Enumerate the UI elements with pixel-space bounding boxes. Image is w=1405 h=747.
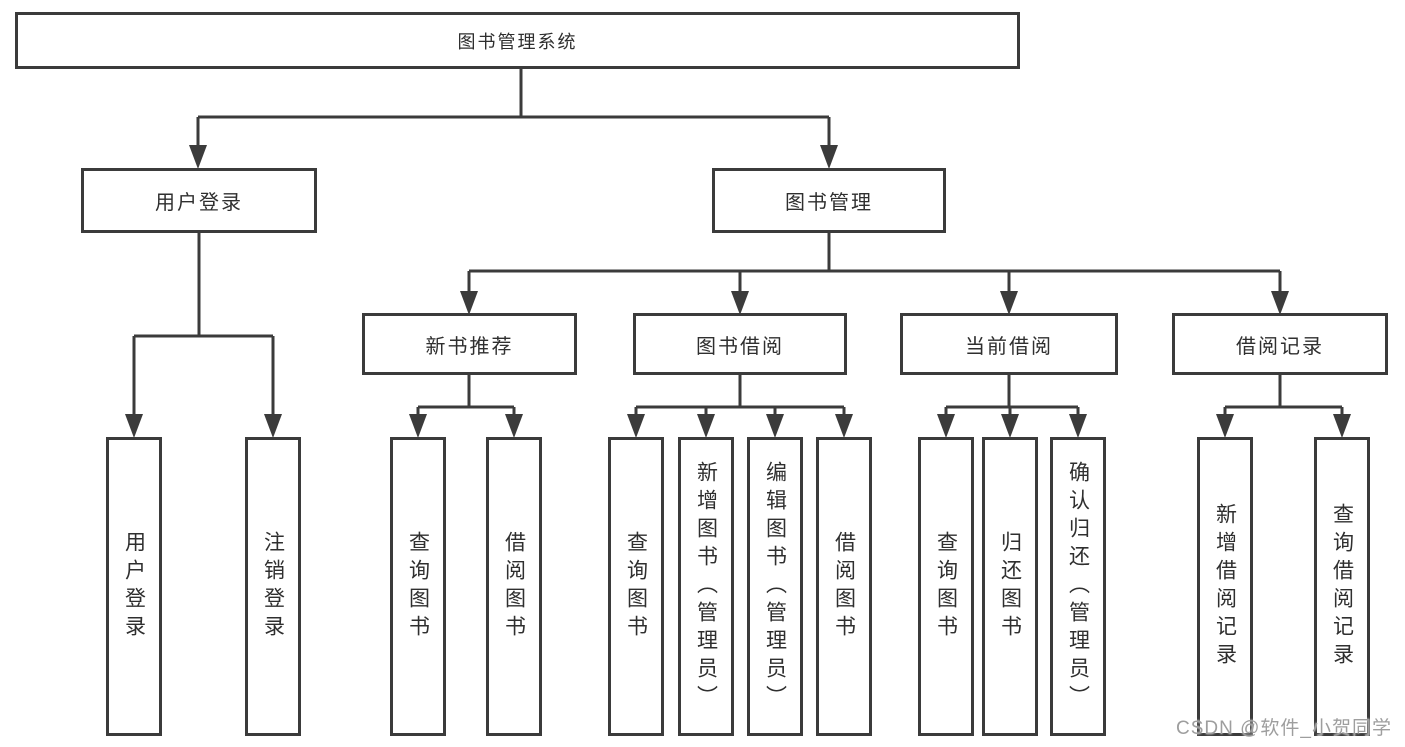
node-return-books: 归还图书 — [982, 437, 1038, 736]
node-user-login-action: 用户登录 — [106, 437, 162, 736]
csdn-watermark: CSDN @软件_小贺同学 — [1176, 718, 1392, 739]
node-query-borrow-record: 查询借阅记录 — [1314, 437, 1370, 736]
node-query-books-borrow: 查询图书 — [608, 437, 664, 736]
node-root: 图书管理系统 — [15, 12, 1020, 69]
node-borrow-books: 借阅图书 — [816, 437, 872, 736]
node-add-borrow-record: 新增借阅记录 — [1197, 437, 1253, 736]
node-logout-action: 注销登录 — [245, 437, 301, 736]
node-confirm-return-admin: 确认归还（管理员） — [1050, 437, 1106, 736]
connector-lines — [132, 68, 1344, 418]
node-add-books-admin: 新增图书（管理员） — [678, 437, 734, 736]
node-book-management: 图书管理 — [712, 168, 946, 233]
node-new-book-recommend: 新书推荐 — [362, 313, 577, 375]
node-user-login: 用户登录 — [81, 168, 317, 233]
node-borrow-records: 借阅记录 — [1172, 313, 1388, 375]
node-edit-books-admin: 编辑图书（管理员） — [747, 437, 803, 736]
node-query-books-recommend: 查询图书 — [390, 437, 446, 736]
node-current-borrow: 当前借阅 — [900, 313, 1118, 375]
arrowheads — [125, 145, 1351, 438]
node-book-borrow: 图书借阅 — [633, 313, 847, 375]
node-borrow-books-recommend: 借阅图书 — [486, 437, 542, 736]
node-query-books-current: 查询图书 — [918, 437, 974, 736]
